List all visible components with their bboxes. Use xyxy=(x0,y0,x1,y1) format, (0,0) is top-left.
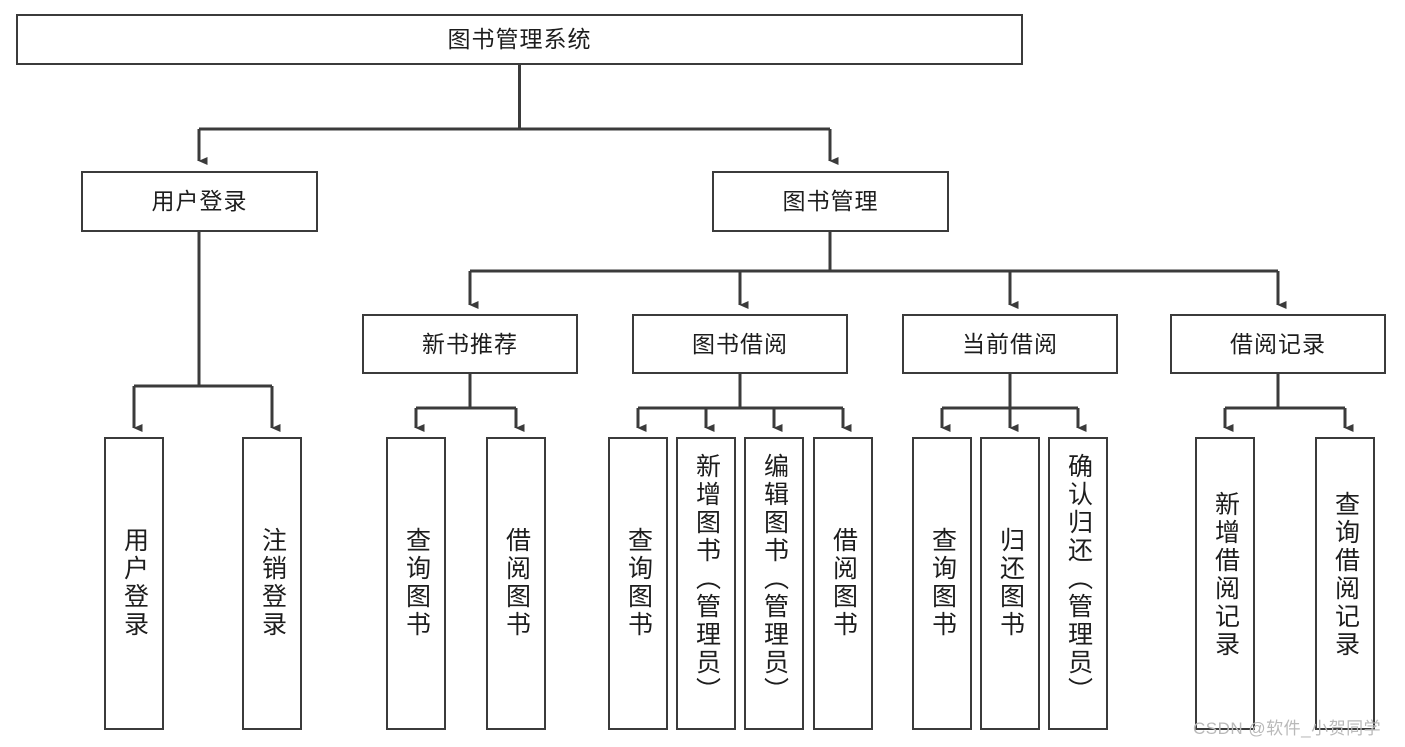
node-leaf-user-login-label: 用户登录 xyxy=(120,527,149,639)
node-borrow-records-label: 借阅记录 xyxy=(1230,330,1326,357)
node-leaf-add-book-admin[interactable]: 新增图书（管理员） xyxy=(676,437,736,730)
node-leaf-confirm-return-admin-label: 确认归还（管理员） xyxy=(1064,453,1093,705)
node-new-book-recommend[interactable]: 新书推荐 xyxy=(362,314,578,374)
node-user-login[interactable]: 用户登录 xyxy=(81,171,318,232)
node-leaf-add-borrow-record[interactable]: 新增借阅记录 xyxy=(1195,437,1255,730)
node-leaf-borrow-books[interactable]: 借阅图书 xyxy=(813,437,873,730)
node-new-book-recommend-label: 新书推荐 xyxy=(422,330,518,357)
node-leaf-return-books[interactable]: 归还图书 xyxy=(980,437,1040,730)
node-current-borrow-label: 当前借阅 xyxy=(962,330,1058,357)
node-leaf-borrow-books-recommend-label: 借阅图书 xyxy=(502,527,531,639)
node-leaf-edit-book-admin-label: 编辑图书（管理员） xyxy=(760,453,789,705)
node-leaf-query-books-recommend-label: 查询图书 xyxy=(402,527,431,639)
node-leaf-borrow-books-recommend[interactable]: 借阅图书 xyxy=(486,437,546,730)
node-leaf-query-books-current-label: 查询图书 xyxy=(928,527,957,639)
node-leaf-query-borrow-record[interactable]: 查询借阅记录 xyxy=(1315,437,1375,730)
node-leaf-logout-label: 注销登录 xyxy=(258,527,287,639)
node-book-management-label: 图书管理 xyxy=(782,188,879,215)
node-leaf-query-books-recommend[interactable]: 查询图书 xyxy=(386,437,446,730)
node-borrow-records[interactable]: 借阅记录 xyxy=(1170,314,1386,374)
node-leaf-borrow-books-label: 借阅图书 xyxy=(829,527,858,639)
node-leaf-query-books-borrow[interactable]: 查询图书 xyxy=(608,437,668,730)
node-root-label: 图书管理系统 xyxy=(447,26,592,53)
node-leaf-confirm-return-admin[interactable]: 确认归还（管理员） xyxy=(1048,437,1108,730)
node-leaf-edit-book-admin[interactable]: 编辑图书（管理员） xyxy=(744,437,804,730)
node-current-borrow[interactable]: 当前借阅 xyxy=(902,314,1118,374)
node-leaf-query-books-borrow-label: 查询图书 xyxy=(624,527,653,639)
node-leaf-query-borrow-record-label: 查询借阅记录 xyxy=(1331,491,1360,659)
node-book-management[interactable]: 图书管理 xyxy=(712,171,949,232)
node-root-library-system[interactable]: 图书管理系统 xyxy=(16,14,1023,65)
csdn-watermark: CSDN @软件_小贺同学 xyxy=(1193,719,1382,738)
node-leaf-add-book-admin-label: 新增图书（管理员） xyxy=(692,453,721,705)
node-leaf-user-login[interactable]: 用户登录 xyxy=(104,437,164,730)
node-leaf-logout[interactable]: 注销登录 xyxy=(242,437,302,730)
node-leaf-query-books-current[interactable]: 查询图书 xyxy=(912,437,972,730)
node-leaf-return-books-label: 归还图书 xyxy=(996,527,1025,639)
node-user-login-label: 用户登录 xyxy=(151,188,248,215)
node-book-borrow[interactable]: 图书借阅 xyxy=(632,314,848,374)
node-leaf-add-borrow-record-label: 新增借阅记录 xyxy=(1211,491,1240,659)
node-book-borrow-label: 图书借阅 xyxy=(692,330,788,357)
